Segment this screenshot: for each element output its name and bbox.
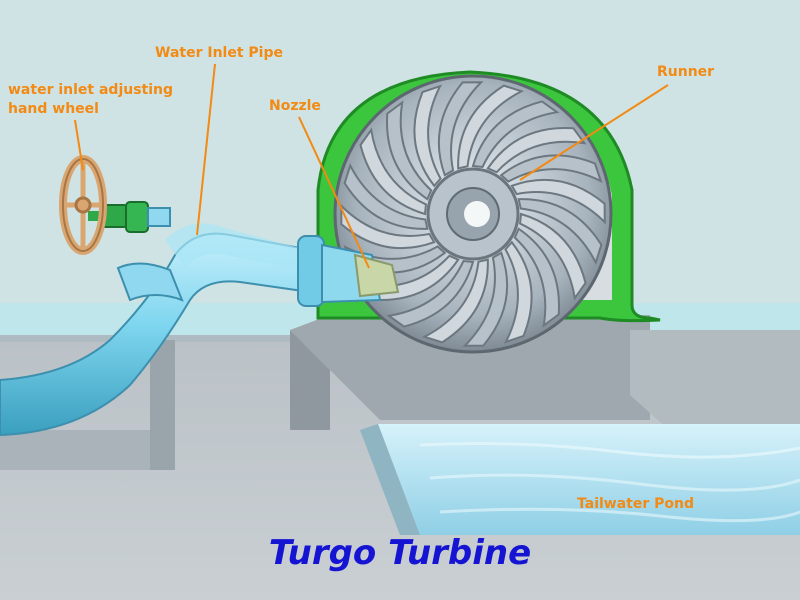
label-tailwater-pond: Tailwater Pond <box>577 496 695 512</box>
runner-blade <box>517 198 603 266</box>
runner-blade <box>413 84 443 188</box>
label-nozzle: Nozzle <box>269 98 321 114</box>
label-hand-wheel: water inlet adjusting hand wheel <box>8 82 174 117</box>
leader-handwheel <box>74 119 84 171</box>
runner-blade <box>486 127 587 174</box>
runner-blade <box>503 240 533 344</box>
tailwater-pond <box>360 424 800 535</box>
hand-wheel <box>59 155 107 255</box>
nozzle <box>353 253 400 298</box>
runner-blade <box>471 100 560 169</box>
leader-runner <box>519 84 669 181</box>
runner-blade <box>457 84 525 170</box>
runner-blade <box>386 100 433 201</box>
runner-blade <box>386 259 475 328</box>
label-runner: Runner <box>657 64 715 80</box>
runner-blade <box>421 258 489 344</box>
leader-nozzle <box>298 116 370 269</box>
runner-blade <box>510 178 606 225</box>
leader-lines <box>74 63 669 269</box>
valve <box>88 201 171 233</box>
runner-blade <box>359 127 428 216</box>
diagram-title: Turgo Turbine <box>268 533 532 573</box>
leader-pipe <box>196 63 216 236</box>
runner <box>333 74 613 354</box>
runner-blade <box>518 212 587 301</box>
runner-blade <box>462 251 509 347</box>
runner-blade <box>513 227 560 328</box>
runner-blade <box>437 81 484 177</box>
label-water-inlet-pipe: Water Inlet Pipe <box>155 45 283 61</box>
runner-blade <box>343 162 429 230</box>
